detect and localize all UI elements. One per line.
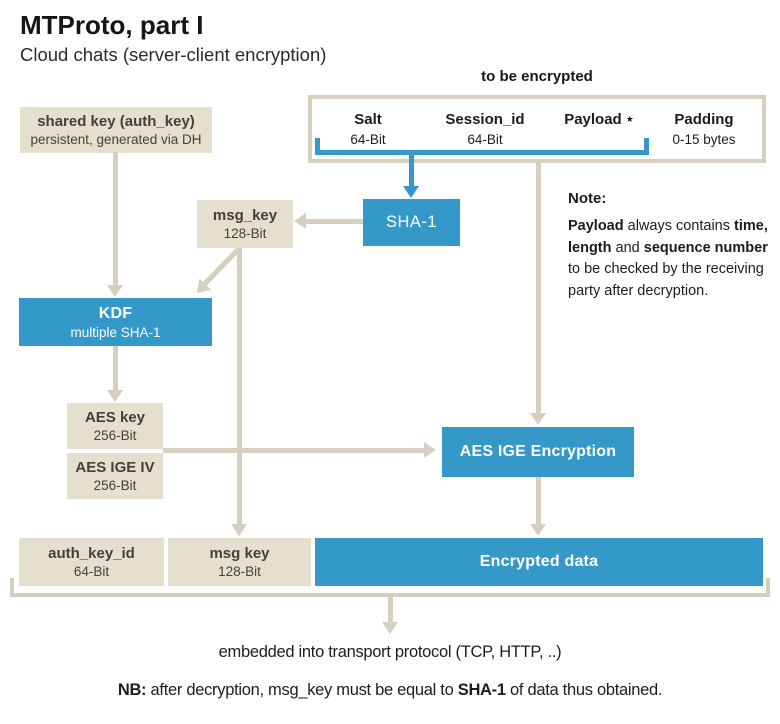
field-salt-label: Salt: [354, 111, 382, 128]
aes-ige-iv-size: 256-Bit: [93, 478, 137, 493]
page-title: MTProto, part I: [20, 10, 204, 40]
arrow-sharedkey-to-kdf: [113, 152, 118, 285]
aes-key-title: AES key: [84, 409, 146, 426]
note-block: Note: Payload always contains time, leng…: [568, 190, 780, 302]
arrow-tobeencrypted-to-sha1-head: [403, 186, 419, 198]
bottom-brace-bar: [10, 593, 770, 597]
msg-key-top-size: 128-Bit: [223, 226, 267, 241]
arrow-payload-to-aesige: [536, 163, 541, 413]
field-session-id: Session_id 64-Bit: [425, 111, 545, 147]
field-salt-size: 64-Bit: [350, 132, 386, 147]
arrow-msgkey-to-msgkey-bottom: [237, 248, 242, 524]
note-bold-length: length: [568, 239, 612, 256]
note-bold-time: time,: [734, 218, 768, 234]
auth-key-id-size: 64-Bit: [73, 564, 110, 579]
arrow-to-transport: [388, 597, 393, 622]
field-payload-label: Payload★: [536, 111, 662, 128]
kdf-box: KDF multiple SHA-1: [19, 298, 212, 346]
arrow-sha1-to-msgkey: [306, 219, 363, 224]
arrow-aesige-to-encrypteddata-head: [530, 524, 546, 536]
blue-bracket-left-tick: [315, 138, 320, 155]
note-text: always contains: [623, 218, 735, 234]
to-be-encrypted-label: to be encrypted: [481, 68, 593, 85]
payload-text: Payload: [564, 111, 622, 128]
field-padding-label: Padding: [674, 111, 734, 128]
bottom-brace-left-tick: [10, 578, 14, 597]
note-text: party after decryption.: [568, 282, 709, 299]
note-text: to be checked by the receiving: [568, 261, 764, 277]
arrow-msgkey-to-kdf-shaft: [202, 246, 242, 286]
nb-caption-sha1-bold: SHA-1: [457, 681, 506, 699]
note-bold-payload: Payload: [568, 218, 624, 234]
aes-key-size: 256-Bit: [93, 428, 137, 443]
kdf-title: KDF: [98, 304, 133, 322]
blue-bracket-right-tick: [644, 138, 649, 155]
sha1-label: SHA-1: [385, 213, 438, 231]
arrow-aesige-to-encrypteddata: [536, 477, 541, 524]
arrow-sharedkey-to-kdf-head: [107, 285, 123, 297]
shared-key-title: shared key (auth_key): [37, 113, 195, 130]
arrow-aeskeys-to-aesige-head: [424, 442, 436, 458]
arrow-kdf-to-aeskey-head: [107, 390, 123, 402]
to-be-encrypted-bracket: [308, 95, 766, 163]
arrow-aeskeys-to-aesige: [163, 448, 424, 453]
aes-ige-encryption-box: AES IGE Encryption: [442, 427, 634, 477]
transport-caption-text: embedded into transport protocol (TCP, H…: [218, 643, 562, 661]
arrow-sha1-to-msgkey-head: [294, 213, 306, 229]
note-heading: Note:: [568, 190, 607, 207]
auth-key-id-title: auth_key_id: [48, 545, 135, 562]
field-payload: Payload★: [536, 111, 662, 128]
auth-key-id-box: auth_key_id 64-Bit: [19, 538, 164, 586]
transport-caption: embedded into transport protocol (TCP, H…: [0, 643, 780, 662]
field-session-id-label: Session_id: [445, 111, 525, 128]
encrypted-data-label: Encrypted data: [479, 553, 599, 570]
msg-key-bottom-size: 128-Bit: [218, 564, 261, 579]
arrow-kdf-to-aeskey: [113, 346, 118, 390]
nb-caption-bold: NB:: [117, 681, 147, 699]
arrow-tobeencrypted-to-sha1: [409, 150, 414, 186]
arrow-payload-to-aesige-head: [530, 413, 546, 425]
arrow-msgkey-to-msgkey-bottom-head: [231, 524, 247, 536]
sha1-box: SHA-1: [363, 199, 460, 246]
field-session-id-size: 64-Bit: [467, 132, 503, 147]
field-salt: Salt 64-Bit: [318, 111, 418, 147]
shared-key-sub: persistent, generated via DH: [30, 132, 202, 147]
nb-caption-tail: of data thus obtained.: [505, 681, 663, 699]
page-subtitle: Cloud chats (server-client encryption): [20, 44, 327, 65]
kdf-sub: multiple SHA-1: [70, 324, 161, 340]
arrow-to-transport-head: [382, 622, 398, 634]
msg-key-top-title: msg_key: [212, 207, 278, 224]
arrow-msgkey-to-kdf: [190, 246, 242, 299]
aes-ige-iv-title: AES IGE IV: [75, 459, 155, 476]
aes-key-box: AES key 256-Bit: [67, 403, 163, 449]
note-text: and: [611, 239, 644, 256]
shared-key-box: shared key (auth_key) persistent, genera…: [20, 107, 212, 153]
aes-ige-iv-box: AES IGE IV 256-Bit: [67, 453, 163, 499]
payload-star-icon: ★: [625, 114, 634, 124]
msg-key-top-box: msg_key 128-Bit: [197, 200, 293, 248]
msg-key-bottom-title: msg key: [209, 545, 270, 562]
nb-caption: NB: after decryption, msg_key must be eq…: [0, 681, 780, 700]
note-paragraph: Payload always contains time, length and…: [568, 216, 780, 302]
encrypted-data-box: Encrypted data: [315, 538, 763, 586]
bottom-brace-right-tick: [766, 578, 770, 597]
field-padding: Padding 0-15 bytes: [648, 111, 760, 147]
field-padding-size: 0-15 bytes: [672, 132, 736, 147]
nb-caption-text: after decryption, msg_key must be equal …: [146, 681, 458, 699]
msg-key-bottom-box: msg key 128-Bit: [168, 538, 311, 586]
blue-bracket-bar: [315, 150, 649, 155]
aes-ige-encryption-label: AES IGE Encryption: [459, 443, 617, 460]
note-bold-seqnum: sequence number: [643, 239, 768, 256]
